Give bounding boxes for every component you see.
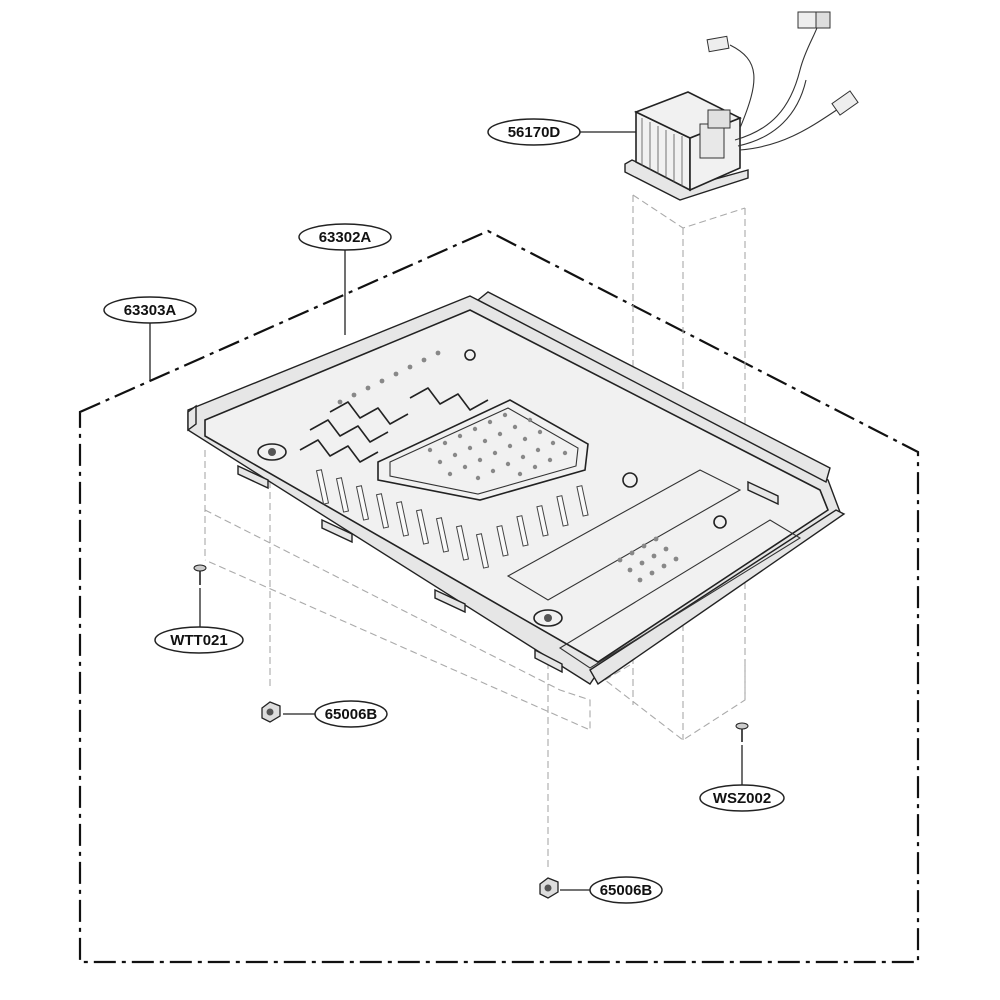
transformer: [624, 11, 859, 201]
screw-wtt021: [193, 564, 207, 585]
callout-63302A: 63302A: [298, 223, 392, 251]
callout-63303A: 63303A: [103, 296, 197, 324]
callout-65006B-left-label: 65006B: [325, 706, 378, 723]
nut-65006b-bottom: [539, 877, 559, 899]
callout-65006B-bottom: 65006B: [589, 876, 663, 904]
callout-63303A-label: 63303A: [124, 302, 177, 319]
screw-wsz002: [735, 722, 749, 742]
leader-lines: [149, 131, 743, 891]
callout-65006B-bottom-label: 65006B: [600, 882, 653, 899]
nut-65006b-left: [261, 701, 281, 723]
callout-WSZ002: WSZ002: [699, 784, 785, 812]
base-plate: [187, 291, 846, 686]
mounting-bosses: [257, 349, 727, 627]
callout-WSZ002-label: WSZ002: [713, 790, 771, 807]
callout-WTT021: WTT021: [154, 626, 244, 654]
callout-63302A-label: 63302A: [319, 229, 372, 246]
dot-holes-right: [337, 350, 679, 583]
slot-vents: [315, 469, 589, 569]
grille-holes: [427, 412, 568, 481]
callout-56170D: 56170D: [487, 118, 581, 146]
flange-tabs: [237, 464, 779, 674]
callout-56170D-label: 56170D: [508, 124, 561, 141]
callout-65006B-left: 65006B: [314, 700, 388, 728]
zigzag-vent: [299, 387, 489, 463]
assembly-boundary: [78, 229, 920, 964]
callout-WTT021-label: WTT021: [170, 632, 228, 649]
